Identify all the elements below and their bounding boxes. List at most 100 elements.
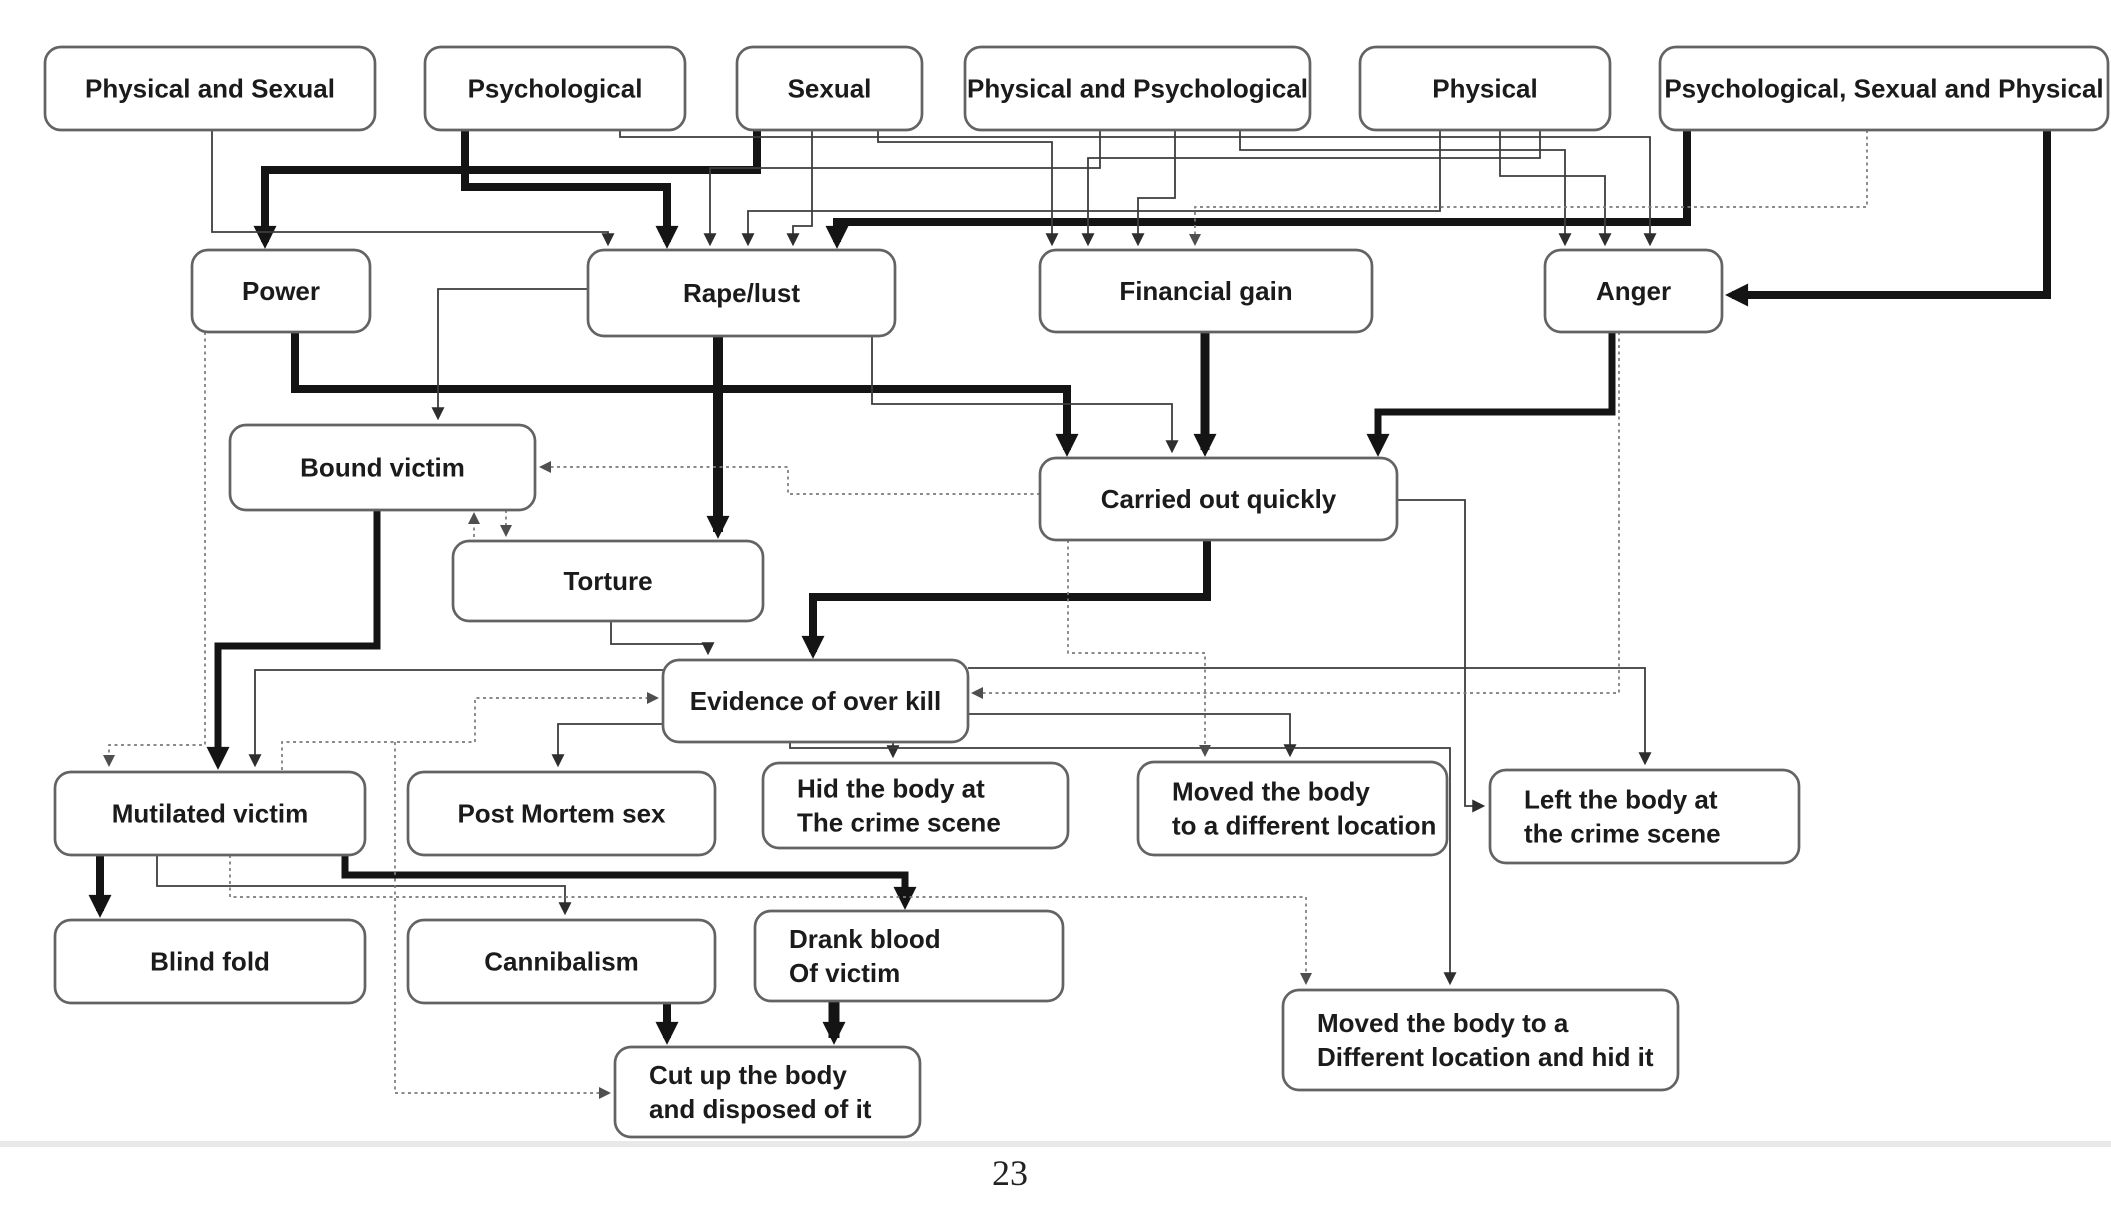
node-label-psychological: Psychological	[468, 74, 643, 104]
node-label-anger: Anger	[1596, 276, 1671, 306]
node-box-left-body	[1488, 768, 1801, 865]
node-label-physical-and-psychological: Physical and Psychological	[967, 74, 1308, 104]
node-label-sexual: Sexual	[788, 74, 872, 104]
edge-physical--financial-gain	[1081, 130, 1541, 247]
edge-psych-sexual-physical--anger	[1725, 130, 2051, 307]
edge-torture--evidence-overkill	[610, 621, 715, 656]
edge-physical-and-psychological--anger	[1239, 130, 1572, 247]
edge-psych-sexual-physical--rape-lust	[825, 130, 1691, 249]
node-bound-victim: Bound victim	[228, 423, 537, 512]
node-blind-fold: Blind fold	[53, 918, 367, 1005]
node-psychological: Psychological	[423, 45, 687, 132]
node-label-physical: Physical	[1432, 74, 1538, 104]
edge-evidence-overkill--left-body	[968, 667, 1652, 766]
nodes-layer: Physical and Sexual Psychological Sexual Ph…	[43, 45, 2110, 1139]
node-box-mutilated-victim	[53, 770, 367, 857]
node-label-psych-sexual-physical: Psychological, Sexual and Physical	[1664, 74, 2103, 104]
node-sexual: Sexual	[735, 45, 924, 132]
edge-bound-victim--mutilated-victim	[206, 510, 381, 770]
edge-psychological--anger	[619, 130, 1657, 247]
page-number: 23	[992, 1153, 1028, 1193]
node-label-bound-victim: Bound victim	[300, 453, 465, 483]
node-box-psych-sexual-physical	[1658, 45, 2110, 132]
node-box-physical-and-sexual	[43, 45, 377, 132]
node-evidence-overkill: Evidence of over kill	[661, 658, 970, 744]
node-box-physical-and-psychological	[963, 45, 1312, 132]
edge-physical--anger	[1499, 130, 1612, 247]
footer-rule	[0, 1141, 2111, 1147]
node-label-cannibalism: Cannibalism	[484, 947, 639, 977]
node-power: Power	[190, 248, 372, 334]
node-box-anger	[1543, 248, 1724, 334]
node-label-mutilated-victim: Mutilated victim	[112, 799, 308, 829]
edge-physical-and-psychological--financial-gain	[1131, 130, 1176, 247]
node-financial-gain: Financial gain	[1038, 248, 1374, 334]
node-torture: Torture	[451, 539, 765, 623]
node-cannibalism: Cannibalism	[406, 918, 717, 1005]
node-box-moved-body	[1136, 760, 1449, 857]
node-label-blind-fold: Blind fold	[150, 947, 270, 977]
edge-carried-out-quickly--moved-body	[1067, 540, 1211, 757]
edge-carried-out-quickly--evidence-overkill	[801, 540, 1211, 659]
node-box-post-mortem-sex	[406, 770, 717, 857]
edge-sexual--rape-lust	[786, 130, 813, 247]
node-rape-lust: Rape/lust	[586, 248, 897, 338]
edge-evidence-overkill--post-mortem-sex	[551, 723, 663, 768]
node-box-cannibalism	[406, 918, 717, 1005]
edge-power--carried-out-quickly	[291, 332, 1079, 457]
node-box-bound-victim	[228, 423, 537, 512]
edge-psychological--rape-lust	[461, 130, 679, 249]
node-box-cut-up	[613, 1045, 922, 1139]
edge-sexual--power	[253, 130, 761, 249]
edge-mutilated-victim--drank-blood	[341, 855, 917, 910]
edge-mutilated-victim--cut-up	[394, 742, 611, 1099]
node-box-physical	[1358, 45, 1612, 132]
edge-psych-sexual-physical--financial-gain	[1189, 130, 1868, 246]
node-mutilated-victim: Mutilated victim	[53, 770, 367, 857]
edge-power--mutilated-victim	[103, 332, 206, 767]
node-box-hid-body	[761, 761, 1070, 850]
node-anger: Anger	[1543, 248, 1724, 334]
node-box-rape-lust	[586, 248, 897, 338]
node-label-carried-out-quickly: Carried out quickly	[1101, 484, 1337, 514]
edge-physical-and-sexual--rape-lust	[211, 130, 615, 247]
node-psych-sexual-physical: Psychological, Sexual and Physical	[1658, 45, 2110, 132]
edges-layer	[88, 130, 2051, 1099]
node-label-post-mortem-sex: Post Mortem sex	[457, 799, 666, 829]
edge-mutilated-victim--evidence-overkill	[281, 692, 659, 770]
node-label-power: Power	[242, 276, 320, 306]
node-box-sexual	[735, 45, 924, 132]
node-physical-and-psychological: Physical and Psychological	[963, 45, 1312, 132]
node-label-rape-lust: Rape/lust	[683, 278, 800, 308]
node-carried-out-quickly: Carried out quickly	[1038, 456, 1399, 542]
edge-rape-lust--carried-out-quickly	[871, 336, 1179, 454]
node-label-financial-gain: Financial gain	[1119, 276, 1292, 306]
node-label-physical-and-sexual: Physical and Sexual	[85, 74, 335, 104]
node-post-mortem-sex: Post Mortem sex	[406, 770, 717, 857]
edge-mutilated-victim--moved-hid	[229, 855, 1312, 985]
edge-evidence-overkill--mutilated-victim	[248, 669, 663, 768]
node-box-carried-out-quickly	[1038, 456, 1399, 542]
node-physical: Physical	[1358, 45, 1612, 132]
node-label-evidence-overkill: Evidence of over kill	[690, 686, 941, 716]
edge-sexual--financial-gain	[877, 130, 1059, 247]
node-box-moved-hid	[1281, 988, 1680, 1092]
edge-carried-out-quickly--left-body	[1397, 499, 1486, 813]
node-label-torture: Torture	[563, 566, 652, 596]
node-box-torture	[451, 539, 765, 623]
edge-rape-lust--bound-victim	[431, 288, 588, 421]
node-box-financial-gain	[1038, 248, 1374, 334]
edge-mutilated-victim--cannibalism	[156, 855, 572, 916]
node-box-drank-blood	[753, 909, 1065, 1003]
